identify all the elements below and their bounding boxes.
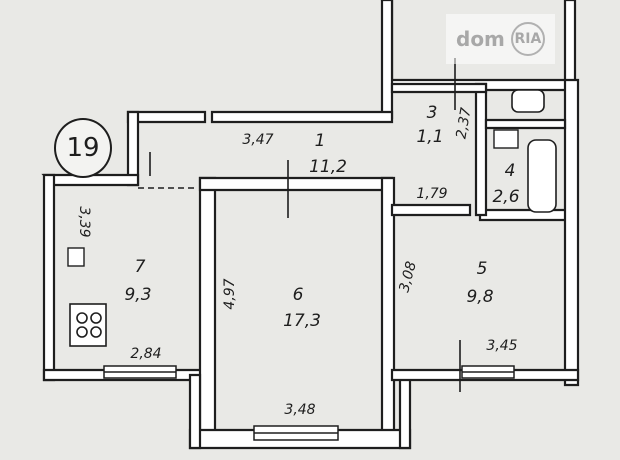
dim-kitchen-depth: 3,39 [76, 206, 92, 237]
bath-top-wall [390, 82, 488, 94]
watermark-logo-text: dom [456, 27, 505, 51]
room-5-area: 9,8 [466, 287, 493, 307]
dim-room5-depth: 3,08 [396, 260, 420, 294]
dim-room6-depth: 4,97 [222, 278, 238, 309]
windows [103, 365, 515, 441]
dim-kitchen-width: 2,84 [130, 346, 161, 362]
room-7-area: 9,3 [124, 285, 151, 305]
room-1-area: 11,2 [309, 157, 347, 177]
room5-top-wall-right [478, 208, 577, 222]
dimension-labels: 3,47 1,79 2,37 3,39 2,84 4,97 3,48 3,08 … [76, 106, 518, 418]
room-4-number: 4 [505, 161, 516, 181]
kitchen-left-wall [42, 173, 56, 382]
toilet-icon [511, 89, 545, 113]
room-7-number: 7 [135, 257, 146, 277]
watermark-badge: RIA [510, 22, 545, 56]
loggia-left [188, 373, 202, 450]
room6-top-wall [198, 176, 394, 192]
kitchen-sink-icon [67, 247, 85, 267]
bath-divider [474, 82, 488, 217]
dim-room5-width: 3,45 [486, 338, 517, 354]
dimension-ticks [138, 58, 461, 392]
room5-top-wall [390, 203, 472, 217]
apartment-number-badge: 19 [54, 118, 112, 178]
apartment-number: 19 [66, 133, 100, 163]
stove-icon [69, 303, 107, 347]
watermark: dom RIA [446, 14, 555, 64]
room-6-number: 6 [293, 285, 304, 305]
room6-left-wall [198, 176, 217, 442]
room-3-number: 3 [427, 103, 438, 123]
right-outer-wall [563, 78, 580, 387]
corridor-top-wall-right [210, 110, 394, 124]
sink-icon [493, 129, 519, 149]
dim-room6-width: 3,48 [284, 402, 315, 418]
room-4-area: 2,6 [492, 187, 519, 207]
upper-left-wall [380, 0, 394, 120]
bathtub-icon [527, 139, 557, 213]
dim-passage: 1,79 [416, 186, 447, 202]
room-5-number: 5 [477, 259, 488, 279]
wc-divider [484, 118, 567, 130]
room-1-number: 1 [315, 131, 326, 151]
room6-right-wall [380, 176, 396, 442]
loggia-right [398, 373, 412, 450]
corridor-top-wall [126, 110, 207, 124]
walls [41, 0, 580, 450]
dim-corridor-length: 3,47 [242, 132, 273, 148]
room-3-area: 1,1 [416, 127, 443, 147]
room-6-area: 17,3 [283, 311, 321, 331]
dim-bath-height: 2,37 [453, 106, 474, 140]
room-labels: 1 11,2 3 1,1 4 2,6 5 9,8 6 17,3 7 9,3 [124, 103, 519, 331]
fixtures [67, 89, 557, 347]
